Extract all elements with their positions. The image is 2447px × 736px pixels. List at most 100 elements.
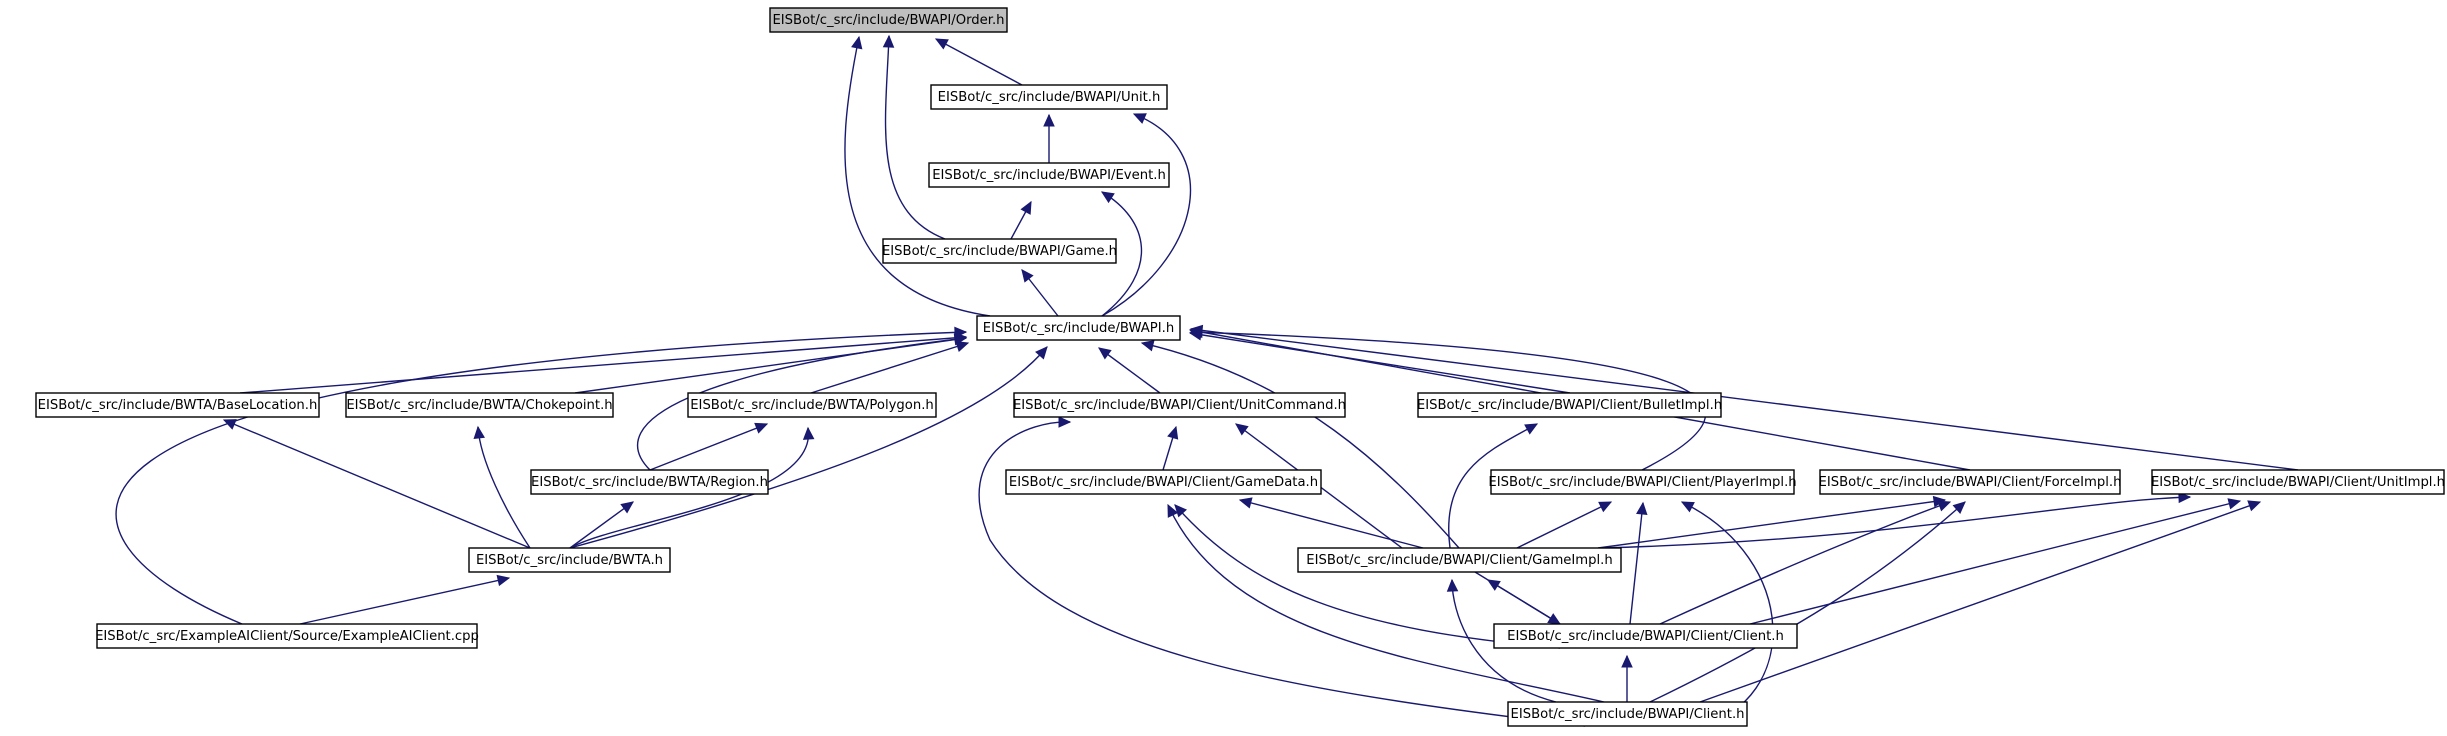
edge-line [1174, 504, 1561, 649]
edge-bwta-to-polygon [569, 426, 815, 549]
node-unitimpl[interactable]: EISBot/c_src/include/BWAPI/Client/UnitIm… [2151, 469, 2445, 495]
node-label: EISBot/c_src/include/BWAPI/Client/ForceI… [1819, 475, 2122, 490]
node-box [530, 469, 769, 495]
edge-game-to-order [882, 34, 946, 240]
edge-example-to-bwta [299, 574, 511, 625]
arrowhead-icon [1235, 423, 1249, 436]
node-baseloc[interactable]: EISBot/c_src/include/BWTA/BaseLocation.h [35, 392, 320, 418]
edge-line [1190, 328, 2299, 471]
arrowhead-icon [1021, 269, 1034, 283]
node-box [928, 162, 1170, 188]
edge-line [935, 38, 1023, 86]
edge-gameimpl-to-player [1516, 501, 1613, 549]
node-event[interactable]: EISBot/c_src/include/BWAPI/Event.h [928, 162, 1170, 188]
edge-gameimpl-to-bwapi [1140, 340, 1460, 549]
node-label: EISBot/c_src/include/BWTA/BaseLocation.h [38, 398, 318, 413]
arrowhead-icon [882, 34, 895, 48]
arrowhead-icon [1952, 501, 1966, 514]
arrowhead-icon [2247, 500, 2262, 512]
edge-line [1749, 500, 2241, 625]
node-box [35, 392, 320, 418]
node-gameimpl[interactable]: EISBot/c_src/include/BWAPI/Client/GameIm… [1297, 547, 1622, 573]
node-example[interactable]: EISBot/c_src/ExampleAIClient/Source/Exam… [95, 623, 479, 649]
edge-line [115, 331, 967, 625]
arrowhead-icon [473, 425, 485, 440]
edge-bwapi-to-event [1100, 191, 1143, 317]
node-label: EISBot/c_src/include/BWAPI/Order.h [772, 13, 1004, 28]
edge-bwta-to-baseloc [222, 419, 531, 549]
edge-line [477, 426, 531, 549]
edge-line [223, 419, 531, 549]
node-box [1493, 623, 1798, 649]
arrowhead-icon [1937, 500, 1952, 512]
node-label: EISBot/c_src/include/BWAPI/Event.h [932, 168, 1166, 183]
edge-event-to-unit [1043, 113, 1055, 163]
node-box [1005, 469, 1322, 495]
node-player[interactable]: EISBot/c_src/include/BWAPI/Client/Player… [1488, 469, 1797, 495]
edge-line [1189, 332, 1571, 394]
edge-line [1098, 347, 1161, 394]
edge-baseloc-to-bwapi [239, 332, 968, 394]
edge-line [239, 336, 967, 394]
edge-line [1167, 504, 1605, 703]
edge-line [1474, 571, 1561, 625]
edge-layer [115, 34, 2299, 727]
node-label: EISBot/c_src/include/BWAPI/Client/UnitCo… [1013, 398, 1346, 413]
arrowhead-icon [1446, 578, 1459, 592]
arrowhead-icon [1058, 416, 1072, 428]
node-game[interactable]: EISBot/c_src/include/BWAPI/Game.h [882, 238, 1117, 264]
node-label: EISBot/c_src/include/BWTA/Chokepoint.h [346, 398, 612, 413]
edge-cclient-to-player [1629, 501, 1648, 625]
edge-line [569, 501, 634, 549]
arrowhead-icon [851, 35, 863, 50]
edge-bwapi-to-game [1021, 269, 1059, 317]
edge-game-to-event [1010, 200, 1032, 240]
edge-choke-to-bwapi [574, 333, 968, 394]
edge-polygon-to-bwapi [810, 340, 970, 394]
edge-bwapi-to-unit [1101, 113, 1192, 317]
edge-region-to-polygon [649, 422, 769, 471]
node-box [2151, 469, 2445, 495]
node-bwta[interactable]: EISBot/c_src/include/BWTA.h [468, 547, 671, 573]
arrowhead-icon [222, 419, 237, 430]
node-box [687, 392, 937, 418]
edge-line [299, 577, 510, 625]
node-region[interactable]: EISBot/c_src/include/BWTA/Region.h [530, 469, 769, 495]
node-label: EISBot/c_src/include/BWAPI/Client/Client… [1507, 629, 1784, 644]
edge-bwapi-to-order [844, 35, 991, 317]
node-unit[interactable]: EISBot/c_src/include/BWAPI/Unit.h [930, 84, 1168, 110]
edge-line [1141, 342, 1460, 549]
edge-unit-to-order [934, 38, 1023, 86]
node-polygon[interactable]: EISBot/c_src/include/BWTA/Polygon.h [687, 392, 937, 418]
node-box [96, 623, 478, 649]
arrowhead-icon [496, 574, 511, 587]
arrowhead-icon [1189, 324, 1204, 337]
node-force[interactable]: EISBot/c_src/include/BWAPI/Client/ForceI… [1819, 469, 2122, 495]
edge-cclient-to-gamedata [1174, 504, 1561, 649]
node-layer: EISBot/c_src/include/BWAPI/Order.hEISBot… [35, 7, 2445, 727]
node-box [1417, 392, 1722, 418]
node-unitcmd[interactable]: EISBot/c_src/include/BWAPI/Client/UnitCo… [1013, 392, 1346, 418]
arrowhead-icon [934, 38, 949, 50]
arrowhead-icon [1598, 501, 1613, 513]
arrowhead-icon [1547, 613, 1562, 625]
node-choke[interactable]: EISBot/c_src/include/BWTA/Chokepoint.h [345, 392, 614, 418]
edge-client-to-gamedata [1167, 503, 1605, 703]
node-box [976, 315, 1181, 341]
arrowhead-icon [1167, 425, 1179, 440]
node-label: EISBot/c_src/include/BWAPI/Client/GameIm… [1306, 553, 1613, 568]
arrowhead-icon [2227, 498, 2242, 510]
arrowhead-icon [1035, 346, 1048, 360]
node-order[interactable]: EISBot/c_src/include/BWAPI/Order.h [769, 7, 1008, 33]
node-cclient[interactable]: EISBot/c_src/include/BWAPI/Client/Client… [1493, 623, 1798, 649]
node-bwapi[interactable]: EISBot/c_src/include/BWAPI.h [976, 315, 1181, 341]
arrowhead-icon [1174, 504, 1187, 518]
node-box [882, 238, 1117, 264]
node-gamedata[interactable]: EISBot/c_src/include/BWAPI/Client/GameDa… [1005, 469, 1322, 495]
node-bullet[interactable]: EISBot/c_src/include/BWAPI/Client/Bullet… [1417, 392, 1722, 418]
node-client[interactable]: EISBot/c_src/include/BWAPI/Client.h [1507, 701, 1748, 727]
node-box [345, 392, 614, 418]
edge-cclient-to-unitimpl [1749, 498, 2242, 625]
edge-gameimpl-to-unitimpl [1599, 491, 2192, 549]
